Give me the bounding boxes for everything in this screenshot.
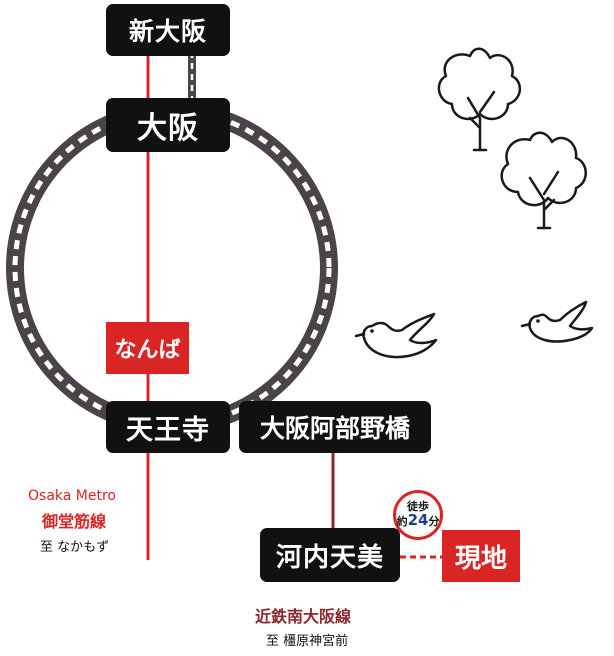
kintetsu-name: 近鉄南大阪線 <box>255 607 352 626</box>
station-tennoji: 天王寺 <box>106 401 230 453</box>
midosuji-direction: 至 なかもず <box>40 540 110 555</box>
kintetsu-direction: 至 橿原神宮前 <box>266 634 349 649</box>
walk-label: 徒歩 <box>407 499 429 513</box>
midosuji-operator: Osaka Metro <box>28 488 116 504</box>
walk-unit: 分 <box>428 515 440 529</box>
walk-minutes: 24 <box>407 511 429 530</box>
bird-icon <box>354 312 438 359</box>
station-kawachi-amami: 河内天美 <box>260 528 400 582</box>
bird-icon <box>520 300 594 343</box>
station-osaka: 大阪 <box>106 98 230 152</box>
walk-time-badge: 徒歩 約24分 <box>393 490 443 540</box>
tree-icon <box>500 131 587 230</box>
station-osaka-abenobashi: 大阪阿部野橋 <box>239 401 431 453</box>
midosuji-name: 御堂筋線 <box>42 512 107 531</box>
station-shin-osaka: 新大阪 <box>106 4 230 56</box>
loop-line <box>6 102 338 434</box>
station-namba: なんば <box>106 322 189 374</box>
tree-icon <box>437 47 521 152</box>
walk-prefix: 約 <box>396 515 408 529</box>
destination-box: 現地 <box>442 530 520 582</box>
